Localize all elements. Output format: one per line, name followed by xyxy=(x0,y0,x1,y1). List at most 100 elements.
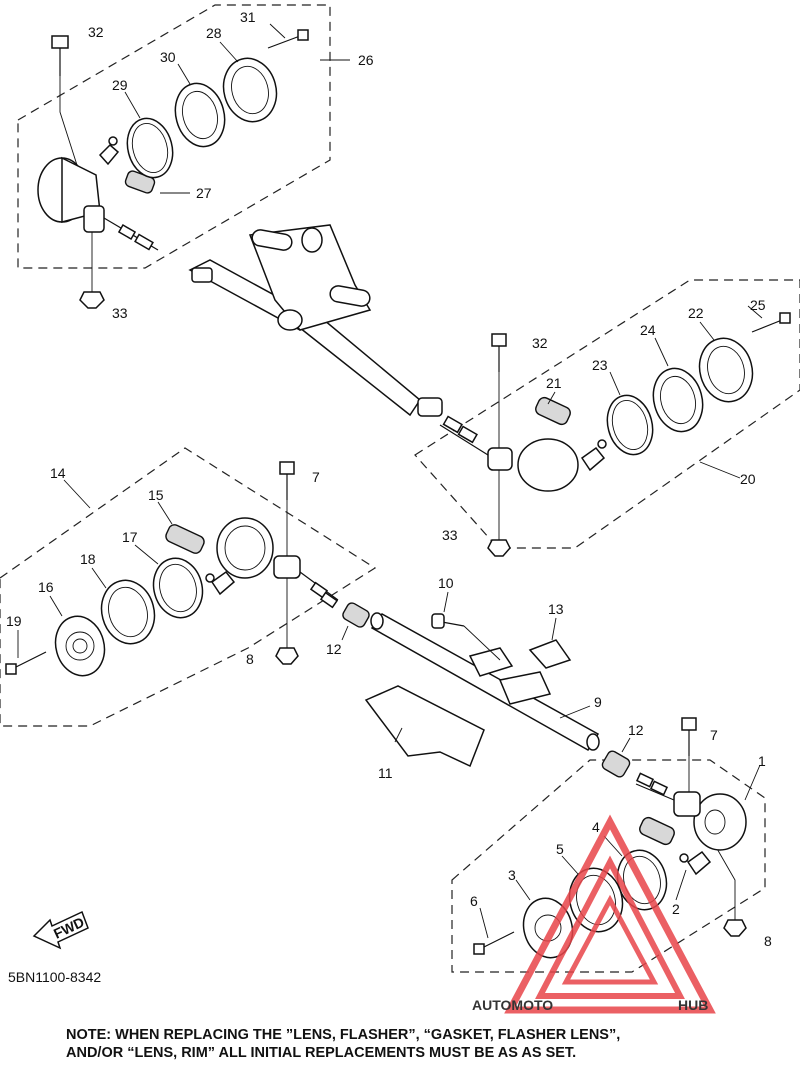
nut-33b xyxy=(487,539,511,557)
note-line-2: AND/OR “LENS, RIM” ALL INITIAL REPLACEME… xyxy=(66,1045,577,1061)
callout-24: 24 xyxy=(640,322,656,338)
connector-26a xyxy=(117,224,137,240)
callout-4: 4 xyxy=(592,819,600,835)
callout-13: 13 xyxy=(548,601,564,617)
bulb-21 xyxy=(535,396,571,426)
group-14-boundary xyxy=(0,447,377,727)
rear-flasher-stay xyxy=(188,224,443,417)
callout-32: 32 xyxy=(88,24,104,40)
leader-30 xyxy=(177,63,191,85)
shaft-9-end-left xyxy=(370,612,384,630)
screw-6-head xyxy=(473,943,485,955)
bolt-7b-head xyxy=(681,717,697,731)
leader-13 xyxy=(551,617,557,641)
stay-bracket-plate xyxy=(248,224,372,331)
lens-22 xyxy=(698,337,754,403)
rim-24 xyxy=(652,367,704,433)
callout-2: 2 xyxy=(672,901,680,917)
flasher-body-20 xyxy=(517,438,579,492)
screw-25-shaft xyxy=(751,319,783,333)
leader-2 xyxy=(675,869,687,901)
bulb-1 xyxy=(639,816,675,846)
front-flasher-stay xyxy=(341,591,631,778)
gasket-17 xyxy=(152,557,204,619)
replacement-note: NOTE: WHEN REPLACING THE ”LENS, FLASHER”… xyxy=(66,1026,796,1062)
screw-26 xyxy=(108,136,118,146)
callout-26: 26 xyxy=(358,52,374,68)
leader-17 xyxy=(134,544,159,565)
callout-1: 1 xyxy=(758,753,766,769)
callout-21: 21 xyxy=(546,375,562,391)
flasher-body-14 xyxy=(216,517,274,579)
bolt-32b-head xyxy=(491,333,507,347)
grommet-12 xyxy=(342,602,370,628)
leader-25 xyxy=(747,305,763,319)
leader-6 xyxy=(479,907,489,939)
watermark-triangle-mid xyxy=(535,855,685,999)
connector-1b xyxy=(649,780,669,796)
leader-11 xyxy=(394,727,403,743)
callout-23: 23 xyxy=(592,357,608,373)
flasher-body-1 xyxy=(693,793,747,851)
callout-33: 33 xyxy=(112,305,128,321)
screw-19-head xyxy=(5,663,17,675)
callout-12b: 12 xyxy=(628,722,644,738)
lens-16-pattern xyxy=(65,631,95,661)
callout-7b: 7 xyxy=(710,727,718,743)
screw-31-shaft xyxy=(267,35,301,49)
callout-5: 5 xyxy=(556,841,564,857)
lens-28 xyxy=(222,57,278,123)
bolt-10-shaft xyxy=(441,621,465,627)
leader-23 xyxy=(609,371,621,396)
gasket-17-inner xyxy=(159,563,197,613)
leader-24 xyxy=(654,337,669,367)
callout-17: 17 xyxy=(122,529,138,545)
connector-26b xyxy=(134,233,154,251)
callout-22: 22 xyxy=(688,305,704,321)
nut-8b xyxy=(723,919,747,937)
flasher-assembly-26 xyxy=(37,23,350,309)
grommet-12b xyxy=(601,750,631,778)
callout-16: 16 xyxy=(38,579,54,595)
stay-1 xyxy=(673,791,701,817)
callout-14: 14 xyxy=(50,465,66,481)
lens-22-inner xyxy=(707,345,745,395)
lens-16-pattern-inner xyxy=(72,638,88,654)
callout-7: 7 xyxy=(312,469,320,485)
callout-32b: 32 xyxy=(532,335,548,351)
wire-20 xyxy=(439,424,489,456)
callout-11: 11 xyxy=(378,765,393,781)
flasher-body-14-inner xyxy=(224,525,266,571)
nut-8 xyxy=(275,647,299,665)
stay-20 xyxy=(487,447,513,471)
holder-13 xyxy=(528,639,572,669)
leader-1 xyxy=(744,764,761,801)
cover-11 xyxy=(364,685,485,768)
screw-25-head xyxy=(779,312,791,324)
gasket-23-inner xyxy=(611,400,649,450)
callout-30: 30 xyxy=(160,49,176,65)
screw-6-shaft xyxy=(481,931,515,949)
watermark-logo: AUTOMOTO HUB xyxy=(472,814,716,1014)
callout-12: 12 xyxy=(326,641,342,657)
callout-3: 3 xyxy=(508,867,516,883)
callout-27: 27 xyxy=(196,185,212,201)
rim-18-inner xyxy=(108,586,148,638)
connector-20a xyxy=(442,415,463,434)
callout-29: 29 xyxy=(112,77,128,93)
leader-9 xyxy=(559,705,591,719)
bracket-boss-upper xyxy=(301,227,323,253)
rim-24-inner xyxy=(659,375,697,425)
leader-22 xyxy=(699,321,715,341)
leader-16 xyxy=(49,595,63,617)
lens-28-inner xyxy=(231,65,269,115)
leader-20 xyxy=(699,461,741,479)
connector-14b xyxy=(319,591,339,609)
leader-29 xyxy=(124,91,141,119)
lens-16 xyxy=(54,615,106,677)
rim-30 xyxy=(174,82,226,148)
callout-8b: 8 xyxy=(764,933,772,949)
flasher-assembly-14 xyxy=(5,461,339,677)
callout-33b: 33 xyxy=(442,527,458,543)
flasher-assembly-20 xyxy=(439,305,791,557)
